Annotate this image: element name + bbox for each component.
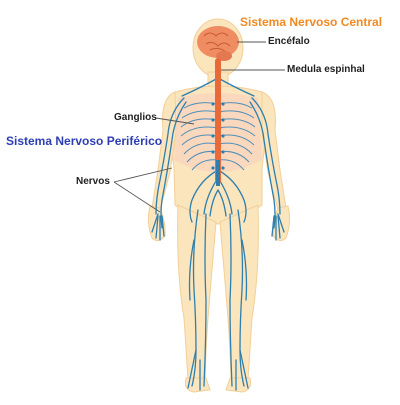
peripheral-nervous-system-label: Sistema Nervoso Periférico	[6, 134, 163, 148]
encephalon-label: Encéfalo	[268, 36, 310, 47]
ganglia-dots	[211, 102, 225, 170]
brain-shape	[197, 26, 239, 61]
leader-lines	[113, 41, 285, 213]
spinal-cord-shape	[215, 58, 221, 184]
cauda-equina	[216, 160, 220, 186]
central-nervous-system-label: Sistema Nervoso Central	[240, 15, 383, 29]
intercostal-nerves	[180, 102, 256, 171]
ganglia-label: Ganglios	[114, 112, 157, 123]
nerves-label: Nervos	[76, 176, 110, 187]
spinal-cord-label: Medula espinhal	[287, 64, 365, 75]
peripheral-nerves	[151, 77, 285, 391]
